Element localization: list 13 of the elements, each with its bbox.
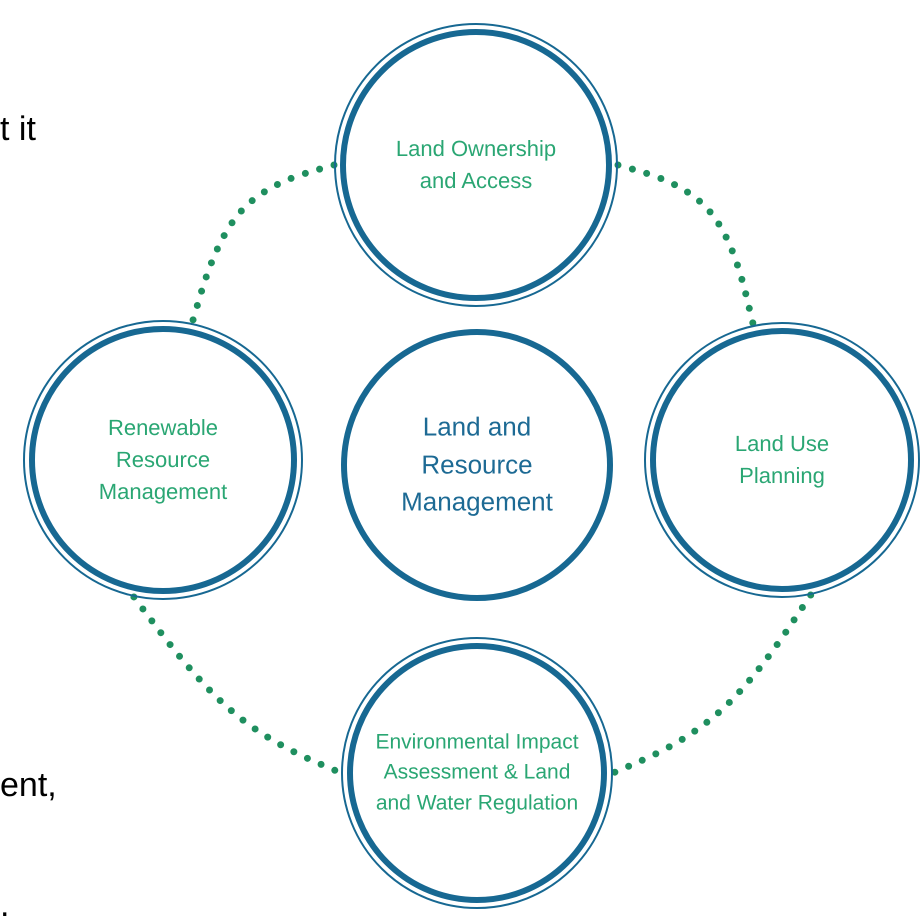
node-label: Land Ownership and Access [394, 135, 558, 195]
circle-node [23, 320, 303, 600]
text-fragment: t it [0, 112, 36, 146]
text-fragment: ent, [0, 768, 57, 802]
text-fragment: . [0, 888, 10, 918]
node-label: Land and Resource Management [400, 410, 554, 519]
node-label: Land Use Planning [734, 430, 830, 490]
circle-node [334, 23, 618, 307]
circle-node [341, 329, 613, 601]
node-label: Environmental Impact Assessment & Land and Water Regulation [374, 729, 580, 816]
node-label: Renewable Resource Management [98, 414, 228, 506]
circle-node [644, 322, 920, 598]
circle-node [341, 637, 613, 909]
